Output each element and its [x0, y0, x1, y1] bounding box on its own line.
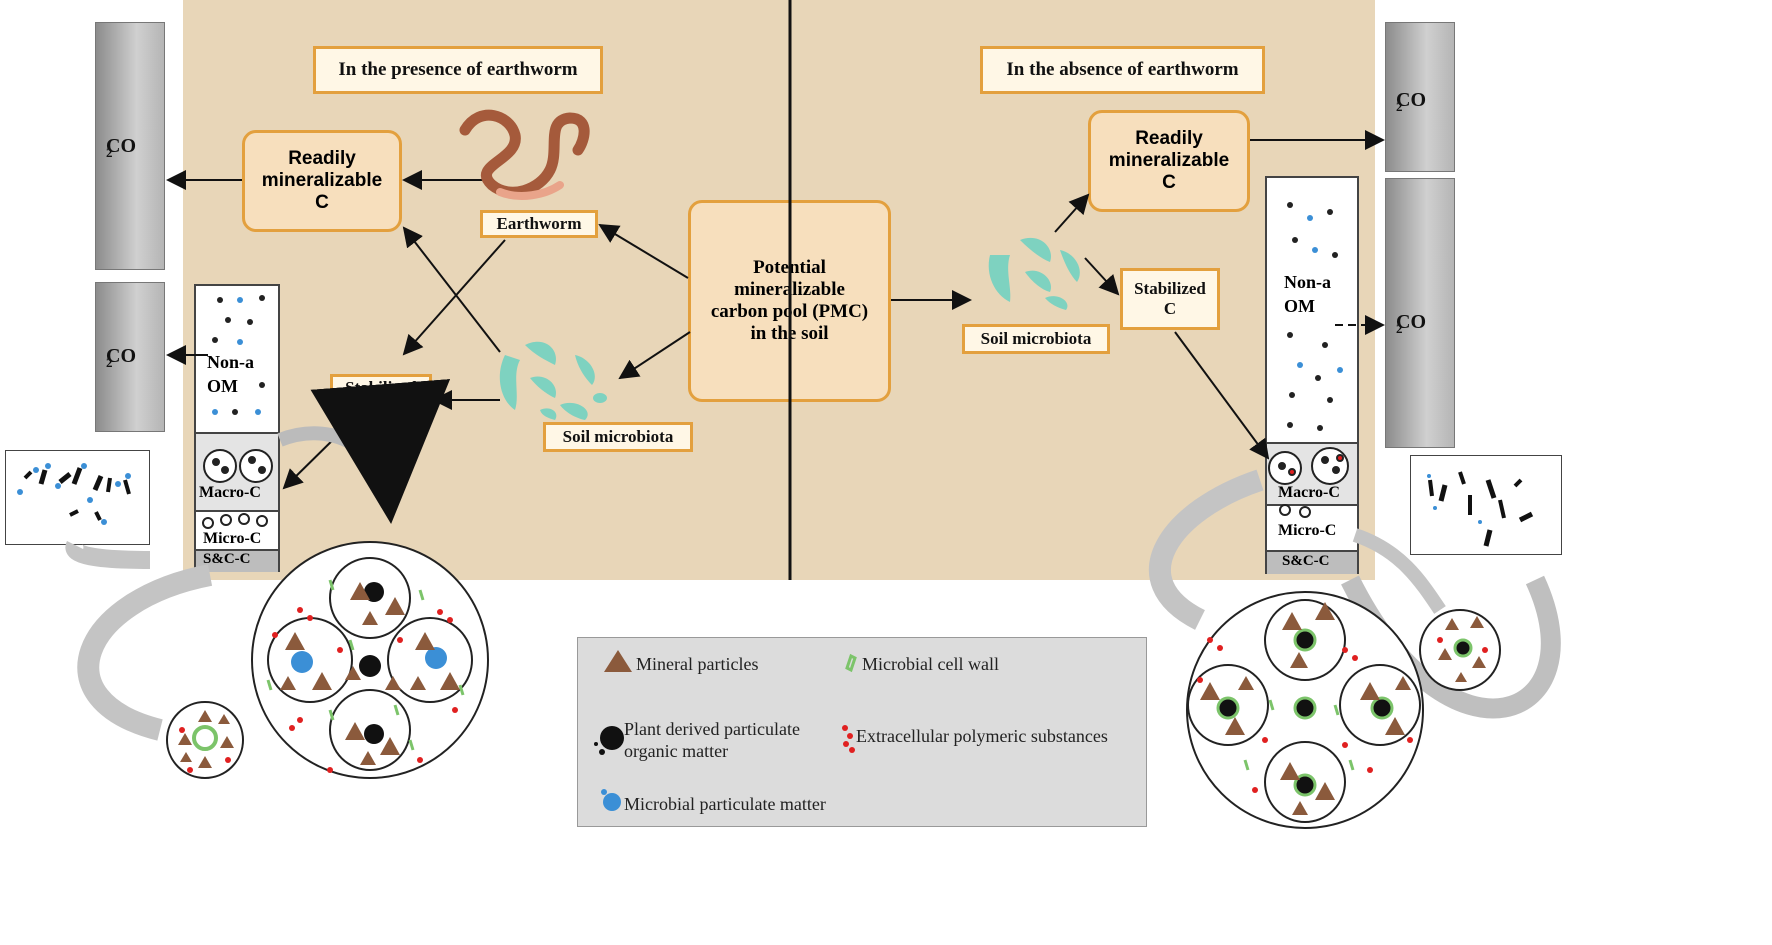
sc-region-right — [1267, 550, 1357, 574]
arrow-stabilized-to-macro-right — [1174, 331, 1270, 460]
legend-eps-icon — [842, 725, 855, 753]
arrow-earthworm-to-stabilized — [402, 239, 506, 356]
co2-subscript: 2 — [1396, 321, 1403, 336]
arrow-pmc-to-microbiota-left — [618, 331, 691, 380]
arrow-microbiota-to-readily — [402, 226, 501, 353]
particle-box-left — [5, 450, 150, 545]
legend: Mineral particles Microbial cell wall Pl… — [577, 637, 1147, 827]
arrow-microbiota-to-stabilized-right — [1084, 257, 1120, 296]
co2-subscript: 2 — [106, 355, 113, 370]
macro-label-right: Macro-C — [1278, 484, 1340, 501]
big-arrow-right-2 — [1352, 528, 1446, 614]
legend-microbial-pm: Microbial particulate matter — [624, 794, 826, 814]
co2-text: CO — [1396, 89, 1426, 111]
legend-mineral: Mineral particles — [636, 654, 759, 674]
small-aggregate-left — [166, 701, 244, 779]
readily-box-right: Readily mineralizable C — [1088, 110, 1250, 212]
right-header: In the absence of earthworm — [980, 46, 1265, 94]
co2-text: CO — [106, 345, 136, 367]
legend-cell-wall-icon — [845, 653, 857, 673]
legend-plant-pom-icon — [594, 726, 624, 755]
readily-box-left: Readily mineralizable C — [242, 130, 402, 232]
co2-text: CO — [1396, 311, 1426, 333]
soil-microbiota-label-left: Soil microbiota — [543, 422, 693, 452]
micro-label-left: Micro-C — [203, 530, 262, 547]
co2-subscript: 2 — [1396, 99, 1403, 114]
legend-mineral-icon — [604, 650, 632, 672]
legend-eps: Extracellular polymeric substances — [856, 726, 1108, 746]
sc-region-left — [196, 549, 278, 572]
earthworm-icon — [459, 109, 590, 200]
particles-left-box — [17, 463, 131, 525]
arrow-pmc-to-earthworm — [598, 223, 689, 279]
small-aggregate-right — [1419, 609, 1501, 691]
particles-right-box — [1427, 471, 1534, 547]
macro-aggregates-right — [1268, 447, 1349, 485]
big-arrow-left-2 — [77, 564, 213, 741]
non-a-label-left: Non-a — [207, 352, 255, 372]
soil-microbiota-right-icon — [988, 237, 1080, 310]
big-arrow-right-1 — [1148, 469, 1264, 630]
micro-aggregates-right — [1279, 504, 1311, 518]
micro-label-right: Micro-C — [1278, 522, 1337, 539]
earthworm-label: Earthworm — [480, 210, 598, 238]
sc-label-left: S&C-C — [203, 551, 251, 567]
co2-subscript: 2 — [106, 145, 113, 160]
sc-label-right: S&C-C — [1282, 553, 1330, 569]
om-dots-right — [1287, 202, 1343, 431]
legend-cell-wall: Microbial cell wall — [862, 654, 999, 674]
big-arrow-left-3 — [65, 538, 151, 569]
soil-microbiota-left-icon — [499, 341, 607, 420]
macro-label-left: Macro-C — [199, 484, 261, 501]
stabilized-label-right: Stabilized C — [1120, 268, 1220, 330]
left-header: In the presence of earthworm — [313, 46, 603, 94]
om-label-right: OM — [1284, 296, 1315, 316]
big-arrow-left-1 — [277, 378, 451, 524]
arrow-microbiota-to-readily-right — [1054, 193, 1090, 233]
soil-microbiota-label-right: Soil microbiota — [962, 324, 1110, 354]
micro-aggregates-left — [202, 513, 268, 529]
macro-aggregates-left — [203, 449, 273, 483]
om-dots-left — [212, 295, 265, 415]
legend-microbial-pm-icon — [601, 789, 621, 811]
legend-plant-pom: Plant derived particulate organic matter — [624, 719, 800, 761]
large-aggregate-left — [251, 541, 489, 779]
large-aggregate-right — [1186, 591, 1424, 829]
co2-text: CO — [106, 135, 136, 157]
om-label-left: OM — [207, 376, 238, 396]
non-a-label-right: Non-a — [1284, 272, 1332, 292]
